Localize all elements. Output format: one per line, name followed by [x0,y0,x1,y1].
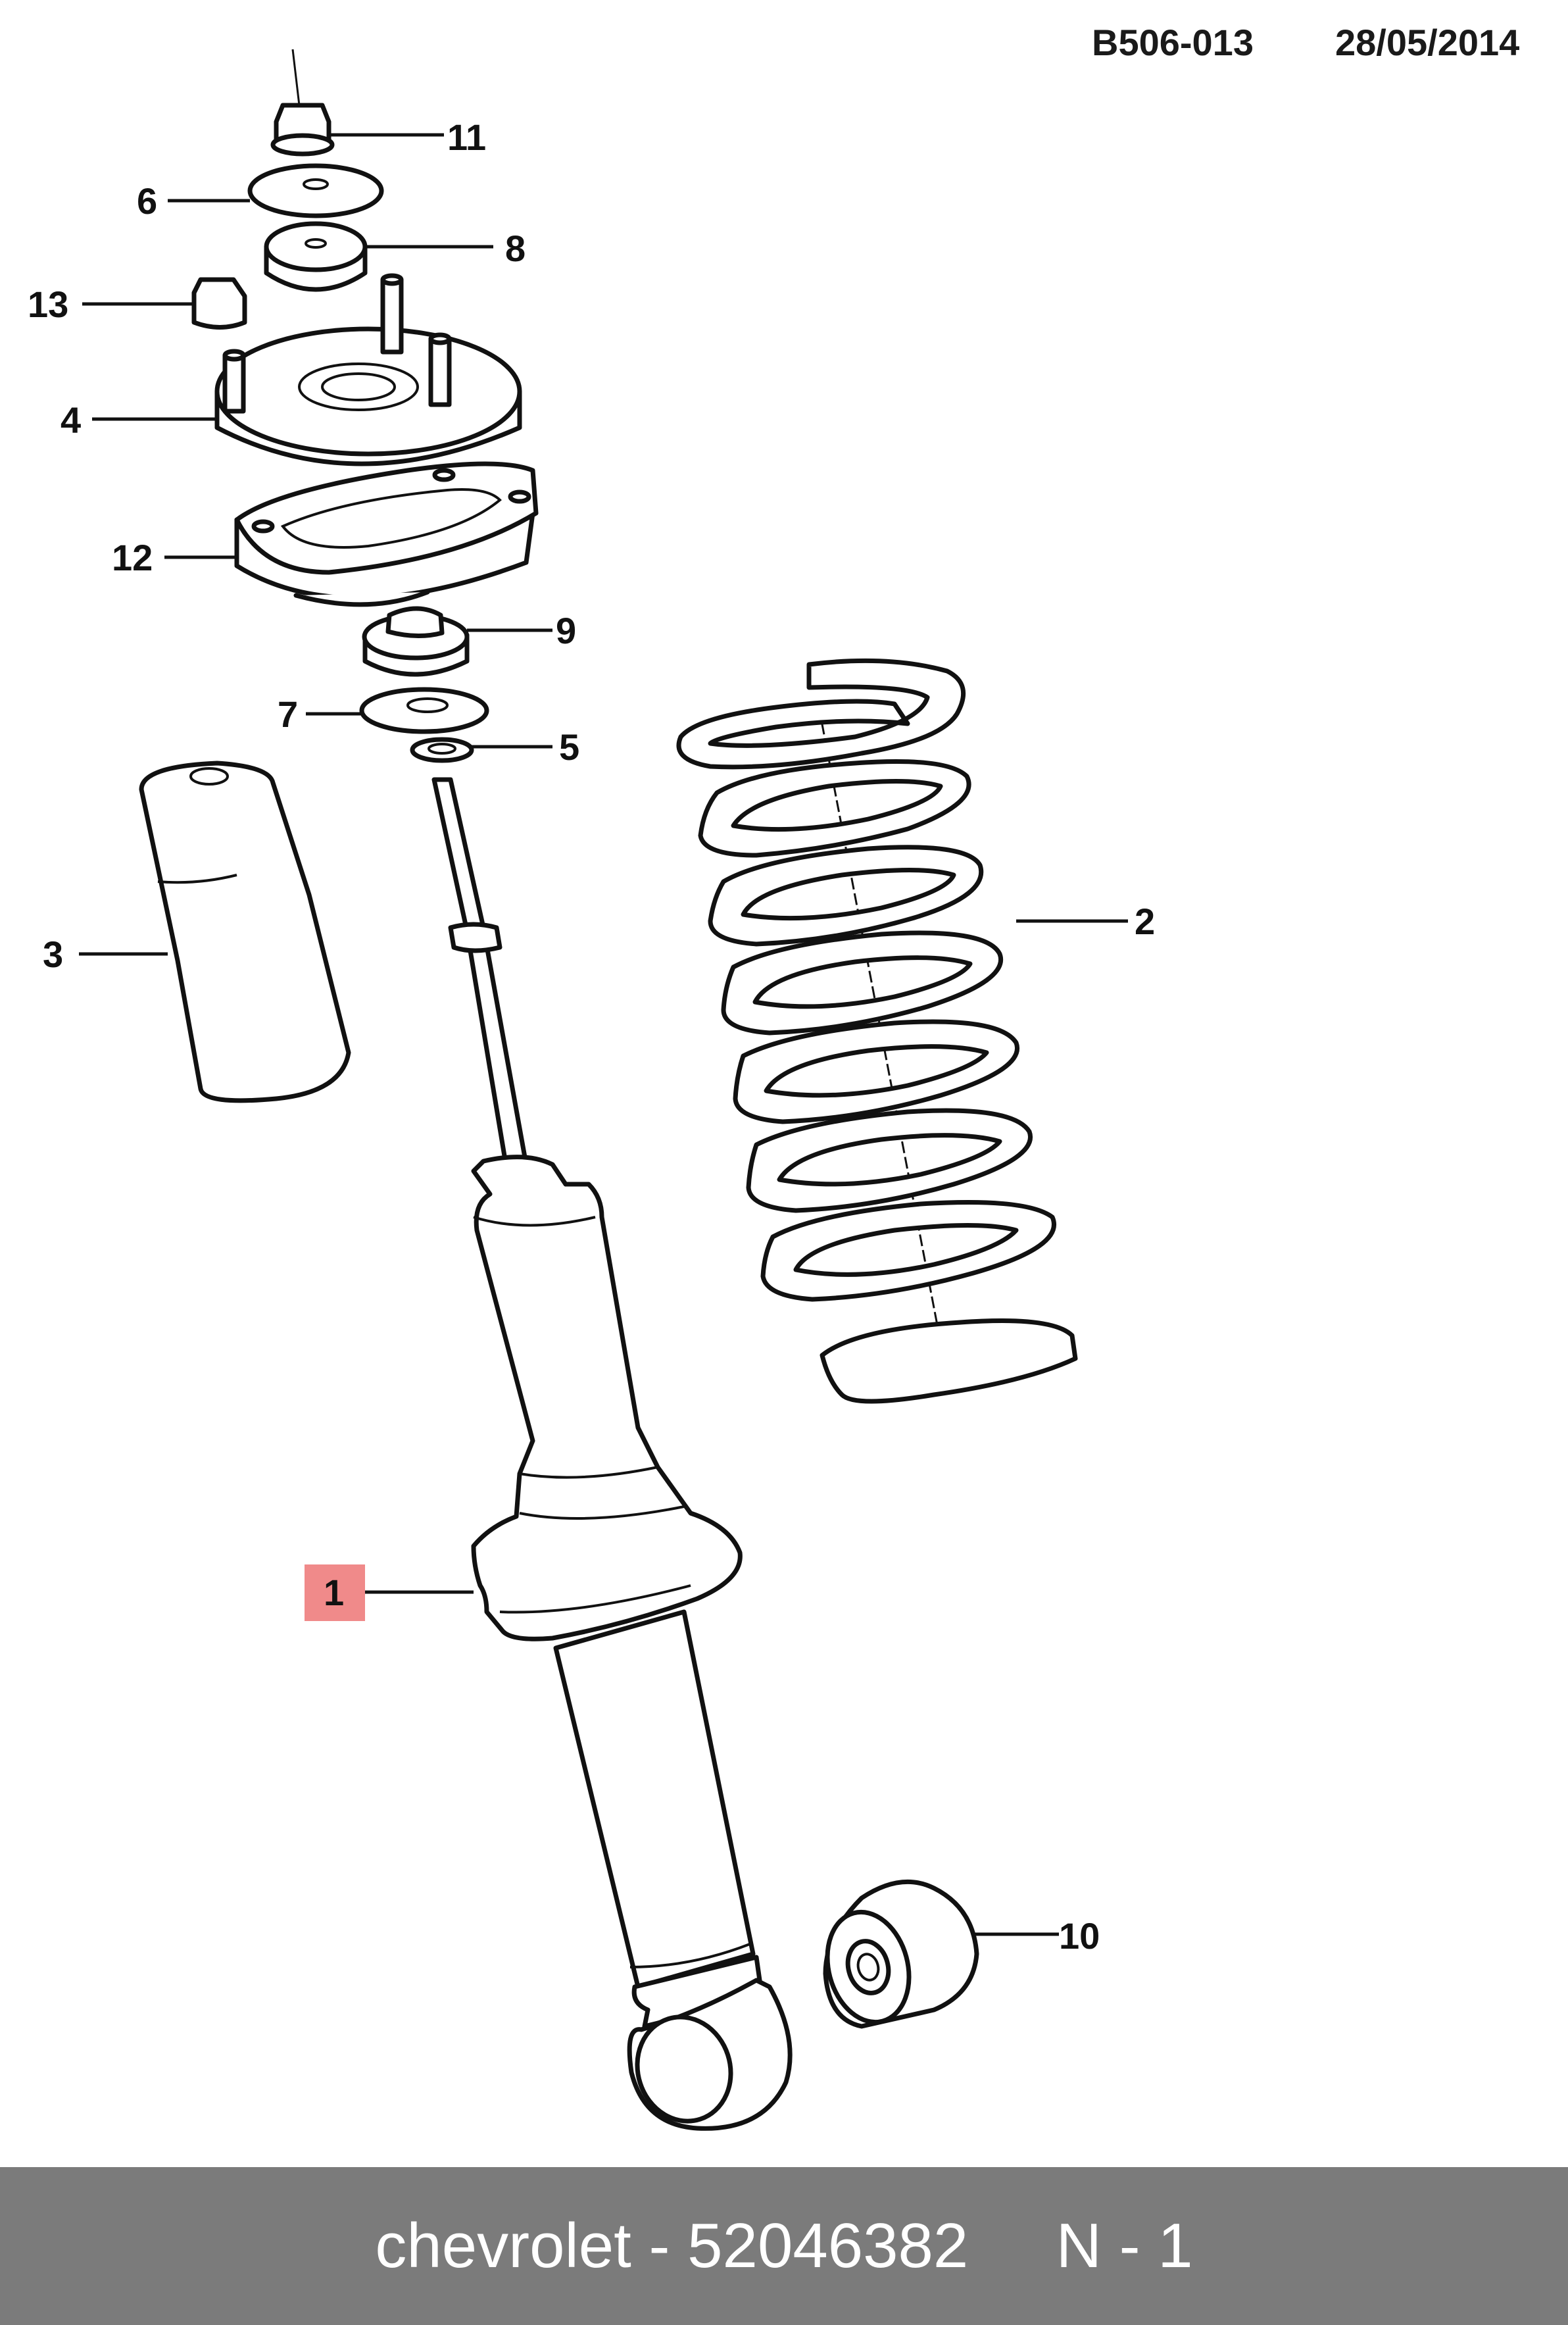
callout-1: 1 [324,1572,344,1613]
part-6-washer [247,163,384,218]
diagram-date: 28/05/2014 [1335,22,1520,63]
callout-10: 10 [1059,1915,1100,1957]
part-7-washer [359,687,489,734]
part-13-nut [191,277,247,330]
part-12-bracket [234,461,539,607]
callout-5: 5 [559,726,579,768]
callout-12: 12 [112,537,153,578]
part-9-cup [362,606,470,677]
callout-2: 2 [1135,901,1155,942]
callout-7: 7 [278,693,298,735]
callout-3: 3 [43,934,63,975]
part-10-bushing [823,1879,979,2029]
callout-13: 13 [28,284,68,325]
part-4-upper-mount [214,273,522,466]
part-5-ring [410,737,474,763]
callout-11: 11 [447,116,486,158]
part-2-coil-spring [676,658,1078,1404]
footer-caption: chevrolet - 52046382 N - 1 [375,2211,1193,2281]
footer-bar: chevrolet - 52046382 N - 1 [0,2167,1568,2325]
part-11-nut [270,103,335,157]
callout-1-highlight [305,1564,365,1621]
part-1-shock-absorber [431,777,793,2131]
callout-4: 4 [61,399,81,441]
callout-6: 6 [137,180,157,222]
part-8-pad [264,221,368,292]
callout-8: 8 [505,228,526,269]
part-3-dust-boot [139,761,351,1103]
callout-9: 9 [556,610,576,651]
diagram-code: B506-013 [1092,22,1254,63]
